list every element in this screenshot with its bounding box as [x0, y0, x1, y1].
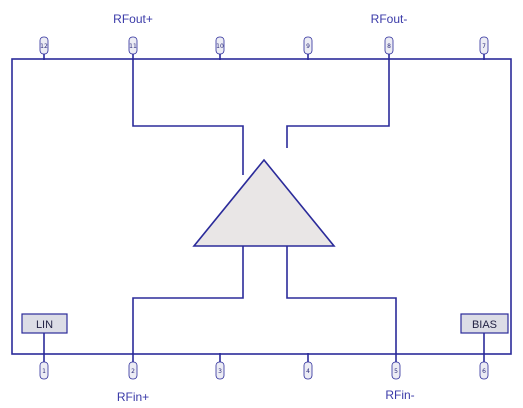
pin-number: 3	[218, 368, 222, 375]
pin-12: 12	[39, 36, 49, 60]
pin-number: 4	[306, 368, 310, 375]
amplifier-triangle	[192, 158, 336, 247]
label-rfin-minus: RFin-	[385, 388, 414, 402]
bias-label: BIAS	[472, 319, 497, 331]
pin-number: 1	[42, 368, 46, 375]
pin-7: 7	[479, 36, 489, 60]
pin-11: 11	[128, 36, 138, 60]
pin-number: 12	[40, 43, 48, 50]
pin-number: 9	[306, 43, 310, 50]
lin-block: LIN	[21, 313, 68, 354]
wire-rfout-minus	[286, 59, 390, 148]
pin-9: 9	[303, 36, 313, 60]
pin-6: 6	[479, 353, 489, 380]
pin-1: 1	[39, 353, 49, 380]
pin-number: 6	[482, 368, 486, 375]
bias-block: BIAS	[460, 313, 509, 354]
top-pins: 12 11 10 9 8 7	[39, 36, 489, 60]
lin-label: LIN	[36, 319, 53, 331]
pin-number: 8	[387, 43, 391, 50]
pin-10: 10	[215, 36, 225, 60]
label-rfin-plus: RFin+	[117, 390, 149, 404]
pin-4: 4	[303, 353, 313, 380]
pin-8: 8	[384, 36, 394, 60]
label-rfout-minus: RFout-	[371, 12, 408, 26]
pin-number: 7	[482, 43, 486, 50]
internal-wiring	[132, 59, 397, 354]
pin-number: 10	[216, 43, 224, 50]
wire-rfin-plus	[132, 246, 244, 354]
label-rfout-plus: RFout+	[113, 12, 153, 26]
wire-rfout-plus	[132, 59, 244, 175]
pin-2: 2	[128, 353, 138, 380]
pin-number: 2	[131, 368, 135, 375]
wire-rfin-minus	[286, 246, 397, 354]
pin-5: 5	[391, 353, 401, 380]
pin-number: 5	[394, 368, 398, 375]
pin-3: 3	[215, 353, 225, 380]
pin-number: 11	[129, 43, 137, 50]
bottom-pins: 1 2 3 4 5 6	[39, 353, 489, 380]
